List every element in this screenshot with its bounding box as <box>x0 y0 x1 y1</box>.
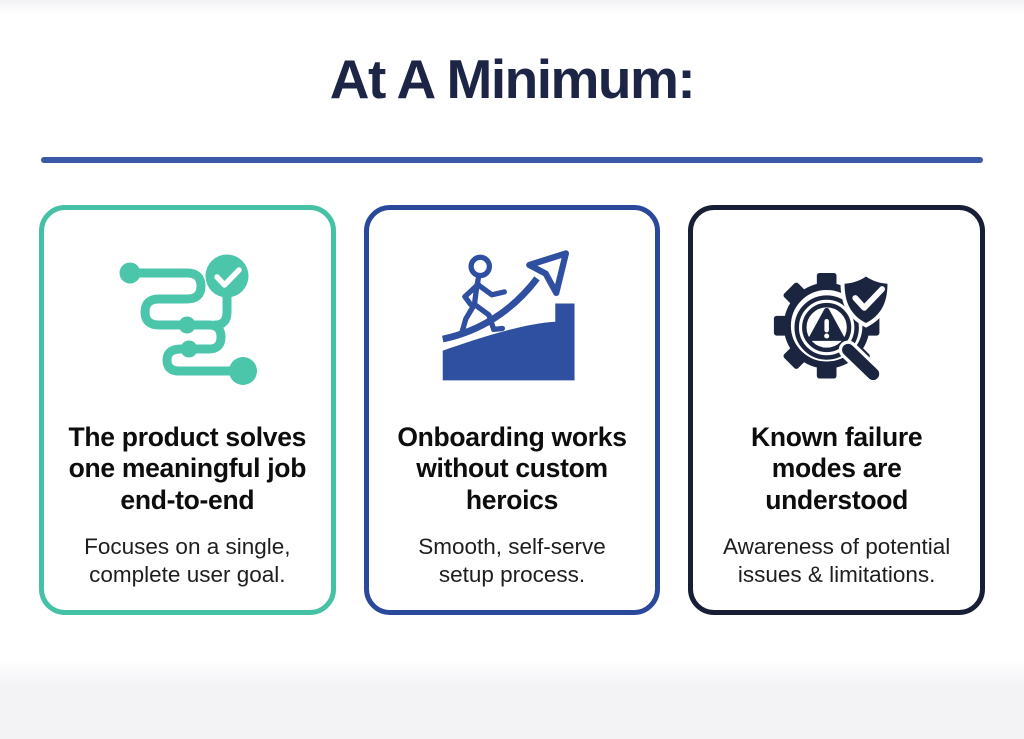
gear-warning-magnifier-shield-icon <box>693 239 980 391</box>
card-known-failure-modes: Known failure modes are understood Aware… <box>688 205 985 615</box>
cards-row: The product solves one meaningful job en… <box>39 205 985 615</box>
card-subtext: Smooth, self-serve setup process. <box>418 533 606 587</box>
card-subtext: Focuses on a single, complete user goal. <box>84 533 291 587</box>
route-checkpoints-check-icon <box>44 239 331 391</box>
page-title: At A Minimum: <box>329 48 696 110</box>
card-onboarding-works: Onboarding works without custom heroics … <box>363 205 661 615</box>
person-climbing-growth-arrow-svg <box>442 250 575 381</box>
card-heading: The product solves one meaningful job en… <box>68 422 307 515</box>
infographic: At A Minimum: <box>0 52 1024 615</box>
card-subtext: Awareness of potential issues & limitati… <box>723 533 951 587</box>
card-product-solves-job: The product solves one meaningful job en… <box>39 205 336 615</box>
route-checkpoints-check-svg <box>119 254 257 385</box>
gear-warning-magnifier-shield-svg <box>774 271 892 384</box>
title-divider <box>41 157 983 163</box>
card-heading: Known failure modes are understood <box>751 422 923 515</box>
person-climbing-growth-arrow-icon <box>369 239 656 391</box>
card-heading: Onboarding works without custom heroics <box>397 422 627 515</box>
